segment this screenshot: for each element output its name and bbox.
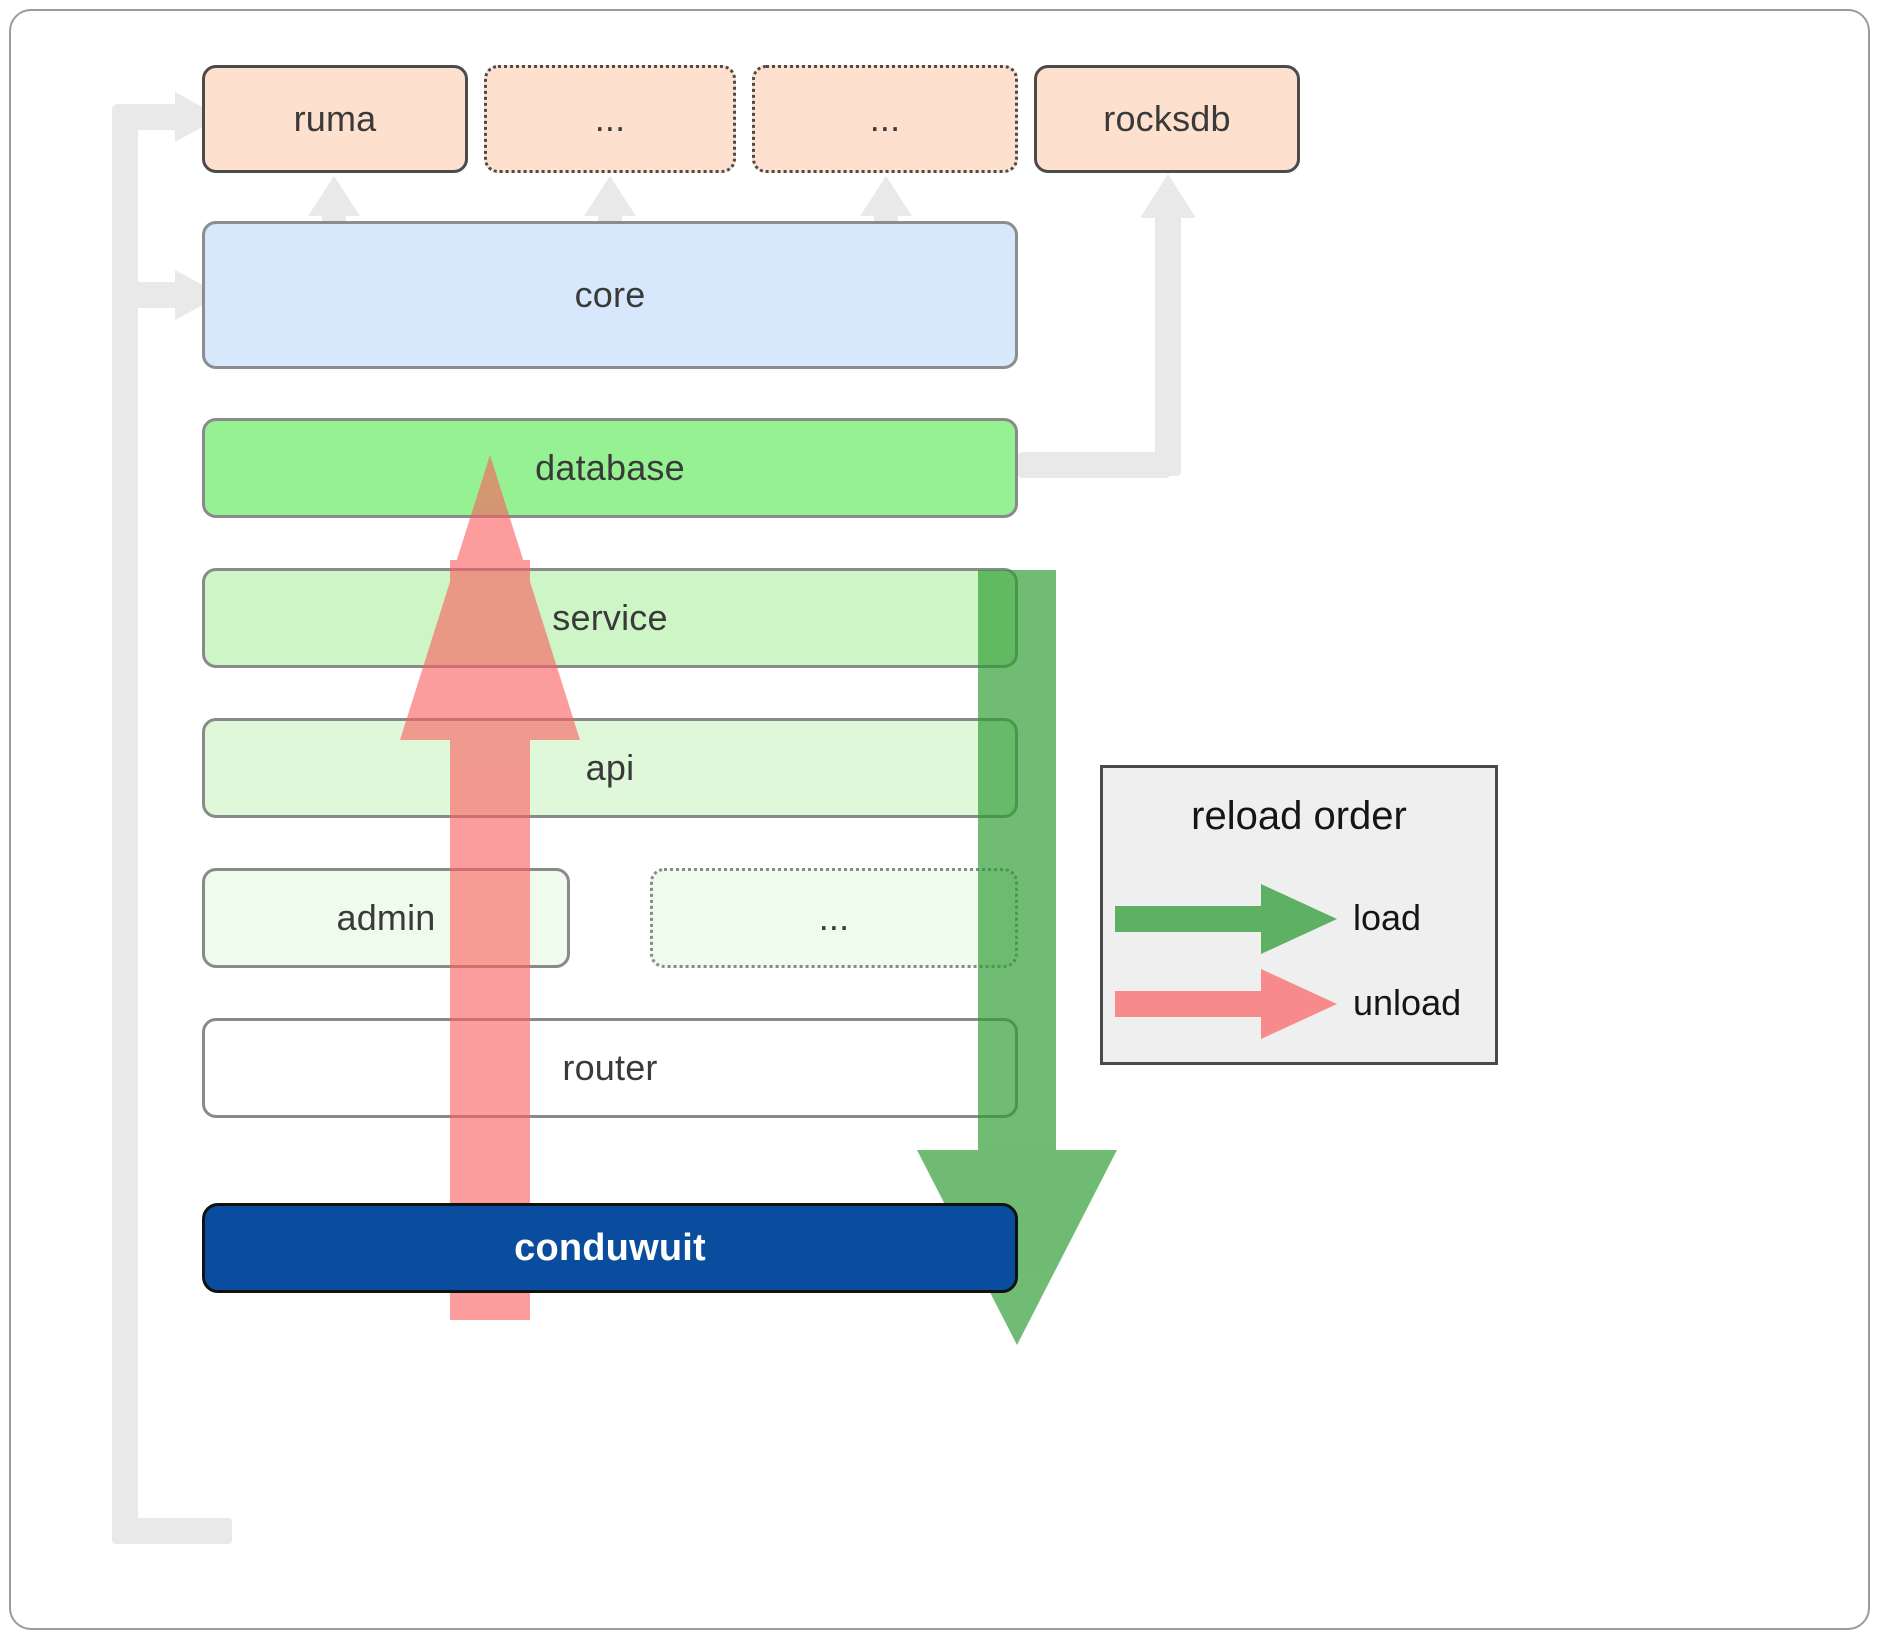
layer-box-router[interactable]: router <box>202 1018 1018 1118</box>
dependency-label: ... <box>869 98 901 139</box>
layer-label: api <box>585 747 635 788</box>
legend-panel: reload order load unload <box>1100 765 1498 1065</box>
layer-label: admin <box>336 897 436 938</box>
core-box[interactable]: core <box>202 221 1018 369</box>
layer-box-database[interactable]: database <box>202 418 1018 518</box>
legend-label-load: load <box>1353 897 1422 938</box>
dependency-box-placeholder-1[interactable]: ... <box>484 65 736 173</box>
legend-arrow-load <box>1115 884 1337 954</box>
layer-label: router <box>562 1047 658 1088</box>
app-box-conduwuit[interactable]: conduwuit <box>202 1203 1018 1293</box>
layer-box-api[interactable]: api <box>202 718 1018 818</box>
layer-box-service[interactable]: service <box>202 568 1018 668</box>
dependency-box-placeholder-2[interactable]: ... <box>752 65 1018 173</box>
layer-box-placeholder[interactable]: ... <box>650 868 1018 968</box>
legend-arrow-unload <box>1115 969 1337 1039</box>
legend-title: reload order <box>1191 794 1407 838</box>
dependency-label: ... <box>594 98 626 139</box>
core-label: core <box>574 274 646 315</box>
dependency-box-ruma[interactable]: ruma <box>202 65 468 173</box>
legend-label-unload: unload <box>1353 982 1462 1023</box>
app-label: conduwuit <box>514 1226 706 1269</box>
layer-box-admin[interactable]: admin <box>202 868 570 968</box>
dependency-box-rocksdb[interactable]: rocksdb <box>1034 65 1300 173</box>
layer-label: ... <box>818 897 850 938</box>
layer-label: database <box>535 447 685 488</box>
dependency-label: ruma <box>293 98 377 139</box>
layer-label: service <box>552 597 668 638</box>
dependency-label: rocksdb <box>1103 98 1231 139</box>
